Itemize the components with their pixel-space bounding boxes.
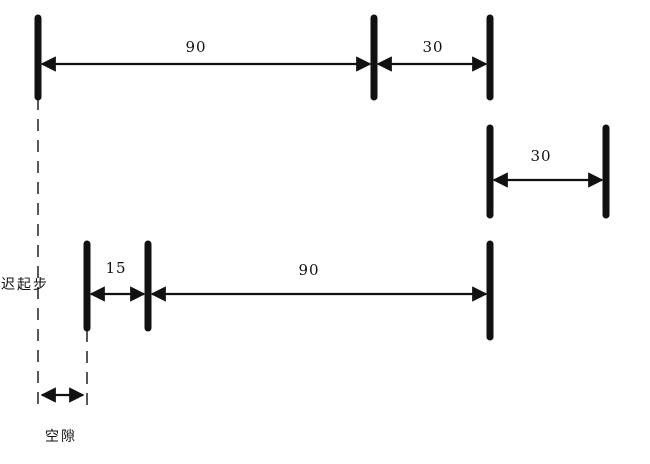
delayed-start-label: 迟起步	[1, 277, 49, 293]
gap-label: 空隙	[45, 429, 77, 445]
row3-span-b-label: 90	[298, 261, 319, 279]
row1-span-b-label: 30	[422, 38, 443, 56]
row2-span-label: 30	[530, 147, 551, 165]
row3-span-a-label: 15	[105, 259, 126, 277]
row1-span-a-label: 90	[185, 38, 206, 56]
